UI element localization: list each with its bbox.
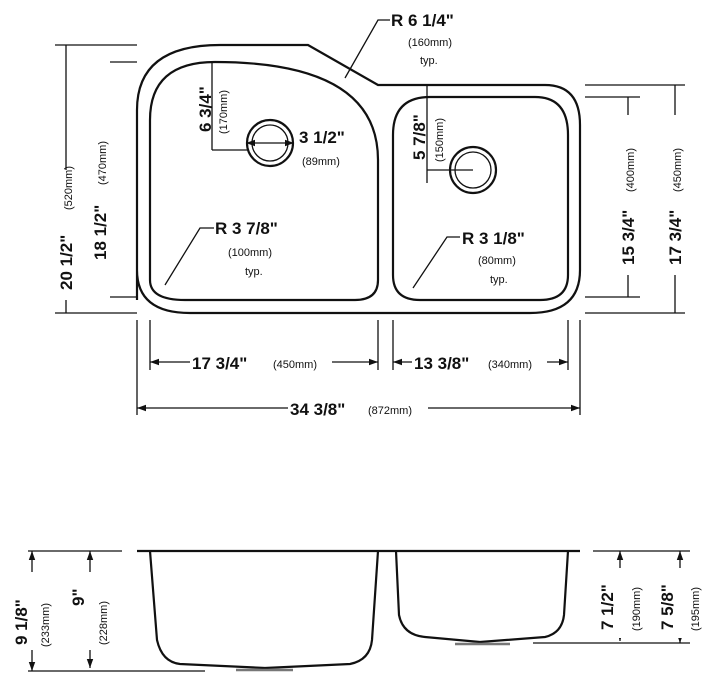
- right-overall-depth-label: 17 3/4": [666, 210, 685, 265]
- left-bowl-outline: [148, 60, 380, 302]
- side-left-overall-depth-label: 9 1/8": [12, 599, 31, 645]
- overall-depth-label: 20 1/2": [57, 235, 76, 290]
- left-bowl-width-mm: (450mm): [273, 359, 317, 371]
- top-radius-label: R 6 1/4": [391, 11, 454, 30]
- drain-diameter-mm: (89mm): [302, 156, 340, 168]
- right-corner-radius-note: typ.: [490, 274, 508, 286]
- side-right-overall-depth-mm: (195mm): [690, 587, 702, 631]
- drain-diameter-label: 3 1/2": [299, 128, 345, 147]
- side-view: 9 1/8" (233mm) 9" (228mm) 7 1/2" (190mm)…: [12, 549, 707, 672]
- side-right-bowl-depth-label: 7 1/2": [598, 584, 617, 630]
- side-left-bowl-depth-label: 9": [69, 588, 88, 606]
- left-drain-offset-mm: (170mm): [218, 90, 230, 134]
- left-corner-radius-note: typ.: [245, 266, 263, 278]
- left-corner-radius-mm: (100mm): [228, 247, 272, 259]
- right-corner-radius-label: R 3 1/8": [462, 229, 525, 248]
- left-bowl-depth-mm: (470mm): [97, 141, 109, 185]
- left-drain: [211, 62, 295, 168]
- side-right-bowl-depth-mm: (190mm): [631, 587, 643, 631]
- right-bowl-depth-label: 15 3/4": [619, 210, 638, 265]
- left-bowl-depth-label: 18 1/2": [91, 205, 110, 260]
- top-radius-mm: (160mm): [408, 37, 452, 49]
- right-bowl-width-mm: (340mm): [488, 359, 532, 371]
- left-corner-radius-label: R 3 7/8": [215, 219, 278, 238]
- right-bowl-depth-mm: (400mm): [625, 148, 637, 192]
- sink-outer-outline: [135, 43, 582, 315]
- right-drain-offset-mm: (150mm): [434, 118, 446, 162]
- right-bowl-outline: [391, 95, 570, 302]
- right-corner-radius-mm: (80mm): [478, 255, 516, 267]
- top-radius-note: typ.: [420, 55, 438, 67]
- left-bowl-profile: [148, 550, 380, 670]
- right-bowl-profile: [394, 550, 570, 644]
- top-view: 20 1/2" (520mm) 18 1/2" (470mm) 15 3/4" …: [30, 11, 687, 419]
- side-left-bowl-depth-mm: (228mm): [98, 601, 110, 645]
- overall-width-mm: (872mm): [368, 405, 412, 417]
- right-drain: [426, 85, 498, 195]
- side-left-overall-depth-mm: (233mm): [40, 603, 52, 647]
- overall-width-label: 34 3/8": [290, 400, 345, 419]
- right-bowl-width-label: 13 3/8": [414, 354, 469, 373]
- side-right-overall-depth-label: 7 5/8": [658, 584, 677, 630]
- left-drain-offset-label: 6 3/4": [196, 86, 215, 132]
- left-bowl-width-label: 17 3/4": [192, 354, 247, 373]
- overall-depth-mm: (520mm): [63, 166, 75, 210]
- right-overall-depth-mm: (450mm): [672, 148, 684, 192]
- right-drain-offset-label: 5 7/8": [410, 114, 429, 160]
